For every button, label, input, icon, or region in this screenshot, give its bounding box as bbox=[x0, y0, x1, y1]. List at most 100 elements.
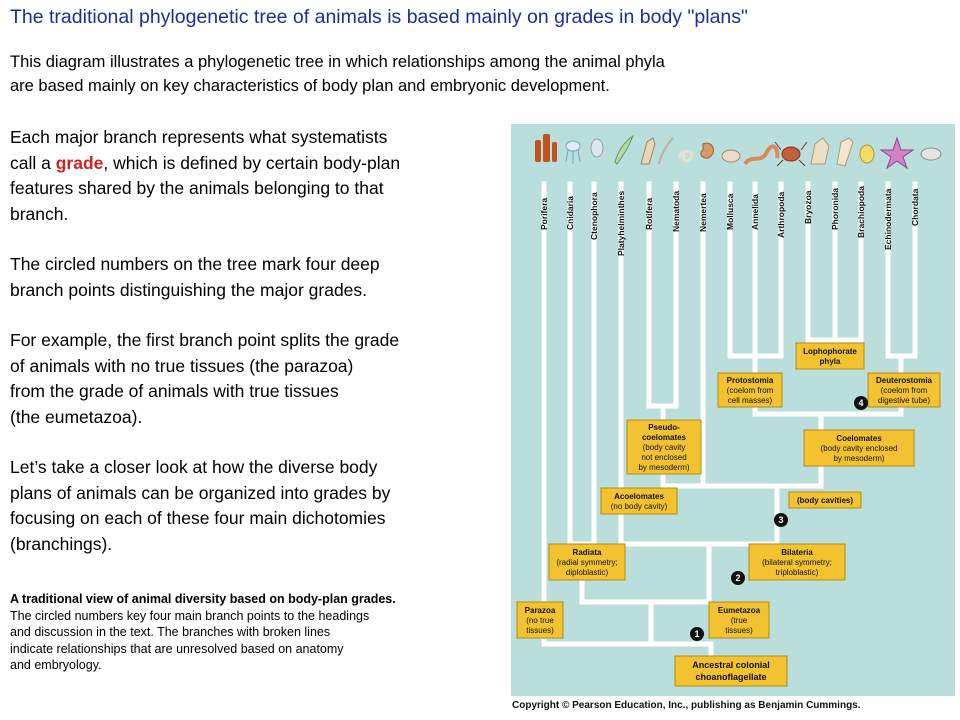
figure-caption: A traditional view of animal diversity b… bbox=[10, 591, 510, 674]
label-pseudocoelomates: Pseudo- coelomates (body cavity not encl… bbox=[626, 419, 702, 475]
grade-labels: Lophophorate phyla Protostomia (coelom f… bbox=[516, 342, 941, 687]
label-radiata: Radiata (radial symmetry; diploblastic) bbox=[548, 543, 626, 581]
label-line: by mesoderm) bbox=[638, 463, 689, 472]
branch-point-number: 2 bbox=[735, 573, 740, 583]
nematode-icon bbox=[658, 137, 674, 165]
label-body-cavities: (body cavities) bbox=[788, 491, 862, 509]
label-line: not enclosed bbox=[641, 453, 686, 462]
text-line: For example, the first branch point spli… bbox=[10, 330, 400, 350]
phylum-label: Cnidaria bbox=[565, 196, 575, 230]
label-line: Ancestral colonial bbox=[692, 660, 770, 670]
branch-point-2: 2 bbox=[731, 571, 745, 585]
rotifer-icon bbox=[640, 137, 656, 165]
label-line: Bilateria bbox=[781, 548, 813, 557]
label-line: (radial symmetry; bbox=[556, 558, 617, 567]
branch-point-number: 3 bbox=[778, 515, 783, 525]
caption-line: and discussion in the text. The branches… bbox=[10, 625, 331, 639]
phylum-label: Echinodermata bbox=[883, 188, 893, 250]
phylum-labels: Porifera Cnidaria Ctenophora Platyhelmin… bbox=[539, 186, 920, 256]
paragraph-grade-definition: Each major branch represents what system… bbox=[10, 125, 505, 227]
text-line: branch. bbox=[10, 203, 69, 224]
phylum-label: Arthropoda bbox=[776, 191, 786, 238]
phylum-label: Bryozoa bbox=[803, 190, 813, 224]
text-line: plans of animals can be organized into g… bbox=[10, 482, 391, 503]
label-line: Deuterostomia bbox=[876, 376, 933, 385]
body-text: Each major branch represents what system… bbox=[10, 125, 505, 582]
label-line: (body cavity bbox=[643, 443, 686, 452]
label-line: (no body cavity) bbox=[611, 502, 668, 511]
label-deuterostomia: Deuterostomia (coelom from digestive tub… bbox=[867, 372, 941, 408]
label-line: Parazoa bbox=[525, 606, 556, 615]
paragraph-example: For example, the first branch point spli… bbox=[10, 328, 505, 430]
label-line: (coelom from bbox=[881, 386, 928, 395]
label-line: Eumetazoa bbox=[718, 606, 761, 615]
text-line: from the grade of animals with true tiss… bbox=[10, 381, 339, 401]
phylum-label: Mollusca bbox=[725, 193, 735, 230]
text-line: Each major branch represents what system… bbox=[10, 127, 388, 147]
phylum-label: Phoronida bbox=[830, 188, 840, 230]
caption-line: indicate relationships that are unresolv… bbox=[10, 641, 344, 656]
label-line: (no true bbox=[526, 616, 554, 625]
paragraph-closer-look: Let’s take a closer look at how the dive… bbox=[10, 455, 505, 557]
label-line: digestive tube) bbox=[878, 396, 930, 405]
label-line: (body cavities) bbox=[797, 496, 853, 505]
label-line: triploblastic) bbox=[776, 568, 819, 577]
tunicate-icon bbox=[920, 147, 942, 161]
label-line: Acoelomates bbox=[614, 492, 664, 501]
branch-point-3: 3 bbox=[774, 513, 788, 527]
label-acoelomates: Acoelomates (no body cavity) bbox=[600, 487, 678, 515]
label-ancestral-choanoflagellate: Ancestral colonial choanoflagellate bbox=[674, 655, 788, 687]
caption-title: A traditional view of animal diversity b… bbox=[10, 592, 396, 606]
crab-icon bbox=[774, 141, 808, 167]
jellyfish-icon bbox=[565, 140, 581, 164]
clam-icon bbox=[721, 149, 741, 163]
label-line: coelomates bbox=[642, 433, 687, 442]
label-line: Protostomia bbox=[727, 376, 774, 385]
paragraph-circled-numbers: The circled numbers on the tree mark fou… bbox=[10, 252, 505, 303]
label-line: choanoflagellate bbox=[695, 672, 766, 682]
label-line: phyla bbox=[820, 357, 841, 366]
text-fragment: call a bbox=[10, 152, 56, 173]
phylum-label: Platyhelminthes bbox=[616, 191, 626, 256]
tree-diagram: Porifera Cnidaria Ctenophora Platyhelmin… bbox=[516, 134, 942, 687]
label-line: Lophophorate bbox=[803, 347, 857, 356]
label-line: Coelomates bbox=[836, 434, 882, 443]
label-line: (true bbox=[731, 616, 748, 625]
text-line: features shared by the animals belonging… bbox=[10, 178, 384, 198]
text-line: (the eumetazoa). bbox=[10, 406, 143, 427]
label-coelomates: Coelomates (body cavity enclosed by meso… bbox=[803, 429, 915, 467]
phylum-label: Nematoda bbox=[671, 191, 681, 232]
phylum-label: Nemertea bbox=[698, 193, 708, 232]
copyright-notice: Copyright © Pearson Education, Inc., pub… bbox=[512, 700, 861, 711]
label-line: Pseudo- bbox=[648, 423, 680, 432]
text-fragment: , which is defined by certain body-plan bbox=[103, 152, 401, 173]
slide-title: The traditional phylogenetic tree of ani… bbox=[10, 6, 748, 28]
branch-point-1: 1 bbox=[690, 627, 704, 641]
text-line: branch points distinguishing the major g… bbox=[10, 279, 368, 300]
phylum-label: Rotifera bbox=[644, 198, 654, 230]
intro-line: are based mainly on key characteristics … bbox=[10, 77, 610, 95]
phylum-label: Porifera bbox=[539, 198, 549, 230]
text-line: Let’s take a closer look at how the dive… bbox=[10, 457, 378, 477]
text-line: The circled numbers on the tree mark fou… bbox=[10, 254, 380, 274]
ribbon-worm-icon bbox=[677, 149, 694, 163]
label-line: by mesoderm) bbox=[833, 454, 884, 463]
phylogenetic-tree-figure: Porifera Cnidaria Ctenophora Platyhelmin… bbox=[511, 124, 955, 696]
bryozoan-icon bbox=[810, 137, 830, 165]
branch-point-4: 4 bbox=[854, 396, 868, 410]
flatworm-icon bbox=[614, 134, 635, 165]
sponge-icon bbox=[535, 134, 557, 162]
label-line: (coelom from bbox=[727, 386, 774, 395]
text-line: of animals with no true tissues (the par… bbox=[10, 355, 354, 376]
sea-star-icon bbox=[879, 136, 915, 170]
animal-illustrations bbox=[535, 134, 942, 170]
branch-point-number: 4 bbox=[858, 398, 863, 408]
brachiopod-icon bbox=[859, 144, 875, 164]
phylum-label: Chordata bbox=[910, 188, 920, 226]
label-eumetazoa: Eumetazoa (true tissues) bbox=[708, 601, 770, 639]
label-line: (body cavity enclosed bbox=[821, 444, 898, 453]
tree-branches bbox=[541, 181, 918, 675]
label-lophophorate: Lophophorate phyla bbox=[795, 342, 865, 370]
label-parazoa: Parazoa (no true tissues) bbox=[516, 601, 564, 639]
grade-term: grade bbox=[55, 152, 104, 173]
